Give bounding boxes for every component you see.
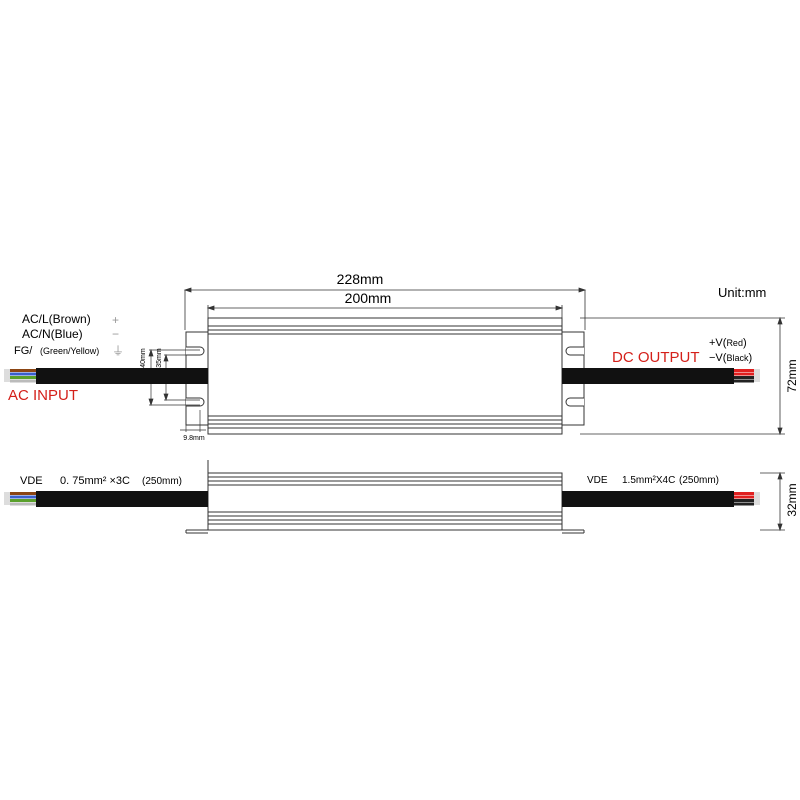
fg-color-label: (Green/Yellow): [40, 346, 99, 356]
ac-l-label: AC/L(Brown): [22, 312, 91, 326]
output-cable-side: [562, 491, 760, 507]
input-cable-top: [4, 368, 208, 384]
dimension-72: [580, 316, 785, 436]
dim-label-40: 40mm: [140, 348, 147, 368]
ac-input-title: AC INPUT: [8, 387, 78, 404]
input-cable-vde: VDE: [20, 475, 43, 487]
minus-v-prefix: −V(: [709, 352, 727, 364]
minus-v-close: ): [748, 352, 752, 364]
unit-label: Unit:mm: [718, 285, 766, 300]
mount-dimensions: [148, 348, 206, 432]
dim-label-35: 35mm: [156, 348, 163, 368]
dimension-32: [760, 471, 785, 532]
minus-v-color: Black: [726, 353, 749, 363]
dimension-200: [206, 305, 564, 320]
dim-label-228: 228mm: [337, 271, 384, 287]
output-cable-length: (250mm): [679, 475, 719, 486]
input-cable-length: (250mm): [142, 476, 182, 487]
plus-v-prefix: +V(: [709, 337, 727, 349]
input-cable-spec: 0. 75mm² ×3C: [60, 475, 130, 487]
side-view: VDE 0. 75mm² ×3C (250mm) VDE 1.5mm²X4C (…: [4, 460, 799, 534]
case-body-side: [207, 472, 563, 531]
ac-n-label: AC/N(Blue): [22, 327, 83, 341]
dim-label-72: 72mm: [785, 359, 799, 392]
minus-v-label: −V(Black): [709, 352, 752, 364]
case-body-top: [207, 317, 563, 435]
output-cable-vde: VDE: [587, 475, 608, 486]
minus-symbol: −: [112, 327, 119, 341]
plus-v-close: ): [743, 337, 747, 349]
dim-label-32: 32mm: [785, 483, 799, 516]
plus-symbol: +: [112, 313, 119, 327]
output-labels: DC OUTPUT +V(Red) −V(Black): [612, 337, 752, 366]
input-labels: AC/L(Brown) + AC/N(Blue) − FG/ (Green/Ye…: [8, 312, 124, 404]
input-cable-side: [4, 491, 208, 507]
fg-label: FG/: [14, 345, 33, 357]
output-cable-top: [562, 368, 760, 384]
dim-label-200: 200mm: [345, 290, 392, 306]
dc-output-title: DC OUTPUT: [612, 349, 700, 366]
dimension-228: [183, 287, 587, 330]
output-cable-spec: 1.5mm²X4C: [622, 475, 675, 486]
ground-icon: ⏚: [112, 344, 124, 358]
plus-v-label: +V(Red): [709, 337, 747, 349]
plus-v-color: Red: [726, 338, 743, 348]
top-view: 228mm 200mm: [4, 271, 799, 442]
dim-label-9-8: 9.8mm: [183, 435, 205, 442]
